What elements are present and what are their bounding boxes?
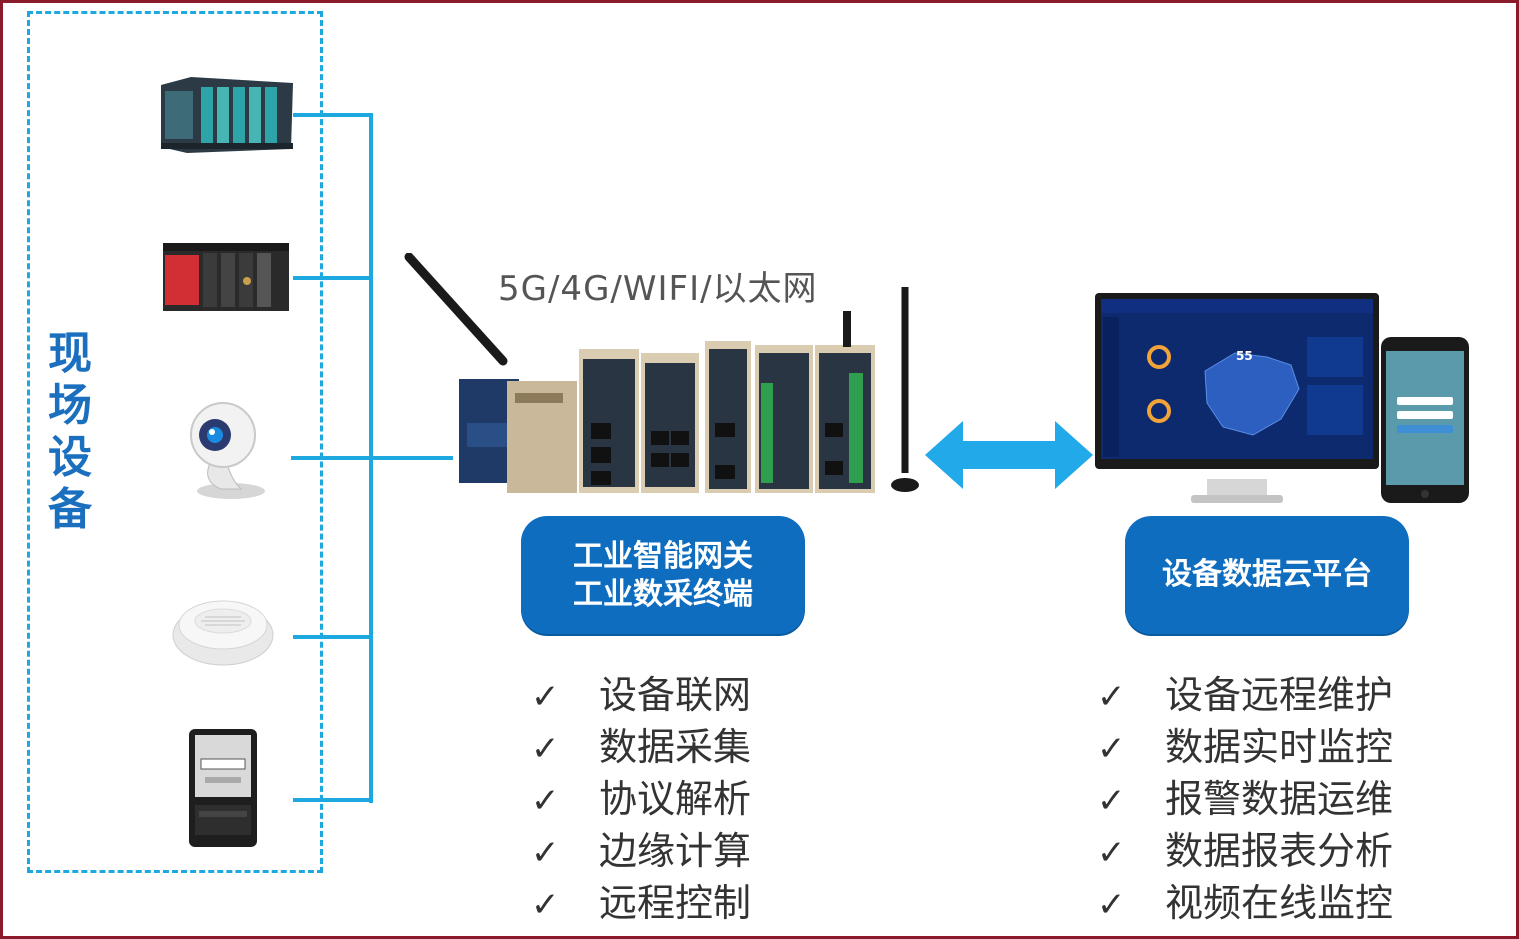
camera-icon	[190, 402, 265, 499]
list-item: ✓数据实时监控	[1097, 721, 1393, 773]
phone-icon	[1381, 337, 1469, 503]
list-item: ✓设备远程维护	[1097, 669, 1393, 721]
connector-line-3	[291, 456, 453, 460]
list-item: ✓边缘计算	[531, 825, 751, 877]
monitor-dashboard-icon	[1095, 293, 1379, 503]
check-icon: ✓	[531, 677, 560, 717]
smoke-detector-icon	[172, 600, 274, 666]
plc-icon	[161, 77, 293, 153]
list-item: ✓设备联网	[531, 669, 751, 721]
list-item: ✓协议解析	[531, 773, 751, 825]
list-item: ✓视频在线监控	[1097, 877, 1393, 929]
gateway-feature-list: ✓设备联网 ✓数据采集 ✓协议解析 ✓边缘计算 ✓远程控制	[531, 669, 751, 929]
check-icon: ✓	[1097, 833, 1126, 873]
cloud-platform-title: 设备数据云平台	[1162, 557, 1372, 592]
check-icon: ✓	[531, 729, 560, 769]
double-arrow-icon	[925, 421, 1093, 489]
gateway-line-1: 工业智能网关	[573, 539, 753, 574]
field-devices-label: 现场设备	[48, 328, 92, 535]
check-icon: ✓	[531, 781, 560, 821]
connector-line-5	[293, 798, 373, 802]
check-icon: ✓	[1097, 885, 1126, 925]
cloud-feature-list: ✓设备远程维护 ✓数据实时监控 ✓报警数据运维 ✓数据报表分析 ✓视频在线监控	[1097, 669, 1393, 929]
network-label: 5G/4G/WIFI/以太网	[498, 269, 818, 309]
gateway-line-2: 工业数采终端	[573, 577, 753, 612]
dashboard-number: 55	[1236, 349, 1253, 363]
list-item: ✓远程控制	[531, 877, 751, 929]
gateway-box: 工业智能网关 工业数采终端	[521, 516, 805, 634]
connector-line-1	[293, 113, 373, 117]
check-icon: ✓	[1097, 677, 1126, 717]
list-item: ✓报警数据运维	[1097, 773, 1393, 825]
check-icon: ✓	[531, 885, 560, 925]
check-icon: ✓	[1097, 781, 1126, 821]
meter-icon	[189, 729, 257, 847]
plc-rack-icon	[163, 243, 289, 311]
connector-line-4	[293, 635, 373, 639]
list-item: ✓数据采集	[531, 721, 751, 773]
check-icon: ✓	[1097, 729, 1126, 769]
check-icon: ✓	[531, 833, 560, 873]
field-devices-box	[27, 11, 323, 873]
list-item: ✓数据报表分析	[1097, 825, 1393, 877]
gateway-devices-icon	[404, 253, 919, 493]
connector-line-2	[293, 276, 373, 280]
cloud-platform-box: 设备数据云平台	[1125, 516, 1409, 634]
